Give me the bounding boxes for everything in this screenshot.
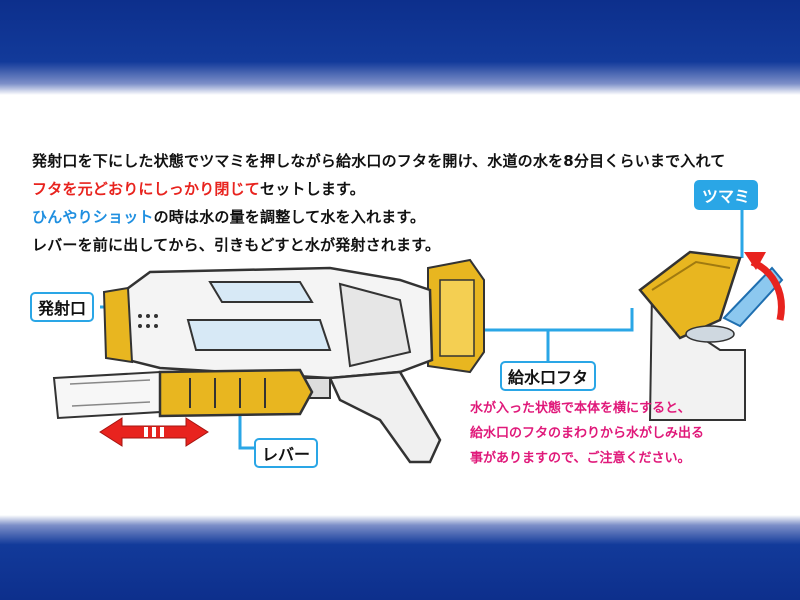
gun-nozzle — [102, 286, 134, 364]
gun-lever-ridges — [189, 378, 266, 408]
warning-line-1: 水が入った状態で本体を横にすると、 — [470, 401, 691, 416]
label-hasshako: 発射口 — [30, 292, 95, 322]
warning-line-3: 事がありますので、ご注意ください。 — [470, 451, 691, 466]
gun-handle — [328, 370, 442, 464]
gun-rear-panel — [338, 282, 412, 368]
instruction-line-1: 発射口を下にした状態でツマミを押しながら給水口のフタを開け、水道の水を8分目くら… — [32, 152, 726, 170]
warning-line-2: 給水口のフタのまわりから水がしみ出る — [470, 426, 705, 441]
callout-line-lever — [238, 415, 256, 450]
gun-pump-barrel — [52, 370, 161, 420]
gun-vent-holes — [138, 314, 158, 328]
callout-line-kyusui-right — [548, 308, 634, 332]
instruction-line-3-highlight: ひんやりショット — [32, 208, 154, 226]
label-tsumami: ツマミ — [694, 180, 759, 210]
instruction-line-2-highlight: フタを元どおりにしっかり閉じて — [32, 180, 261, 198]
gun-window-top — [208, 281, 314, 303]
top-blue-band — [0, 0, 800, 95]
instruction-line-3-rest: の時は水の量を調整して水を入れます。 — [153, 208, 426, 226]
bottom-blue-band — [0, 515, 800, 600]
callout-line-kyusui-left — [478, 328, 550, 361]
cap-closeup-lid — [638, 250, 742, 340]
instruction-line-2: フタを元どおりにしっかり閉じてセットします。 — [32, 178, 365, 199]
label-kyusuiko-futa: 給水口フタ — [500, 361, 597, 391]
cap-closeup-opening — [685, 325, 735, 343]
finger-press-icon — [722, 266, 784, 328]
gun-tank-cap-inner — [439, 279, 475, 357]
instruction-line-2-rest: セットします。 — [260, 180, 365, 198]
lever-direction-arrow-icon — [99, 417, 209, 447]
gun-lever-grip — [158, 368, 314, 418]
gun-pump-lines — [69, 379, 151, 407]
instruction-line-4: レバーを前に出してから、引きもどすと水が発射されます。 — [32, 236, 441, 254]
cap-closeup-illustration — [638, 250, 785, 421]
gun-window-bottom — [186, 319, 332, 351]
instruction-line-3: ひんやりショットの時は水の量を調整して水を入れます。 — [32, 206, 425, 227]
water-gun — [52, 258, 485, 464]
label-lever: レバー — [254, 438, 319, 468]
